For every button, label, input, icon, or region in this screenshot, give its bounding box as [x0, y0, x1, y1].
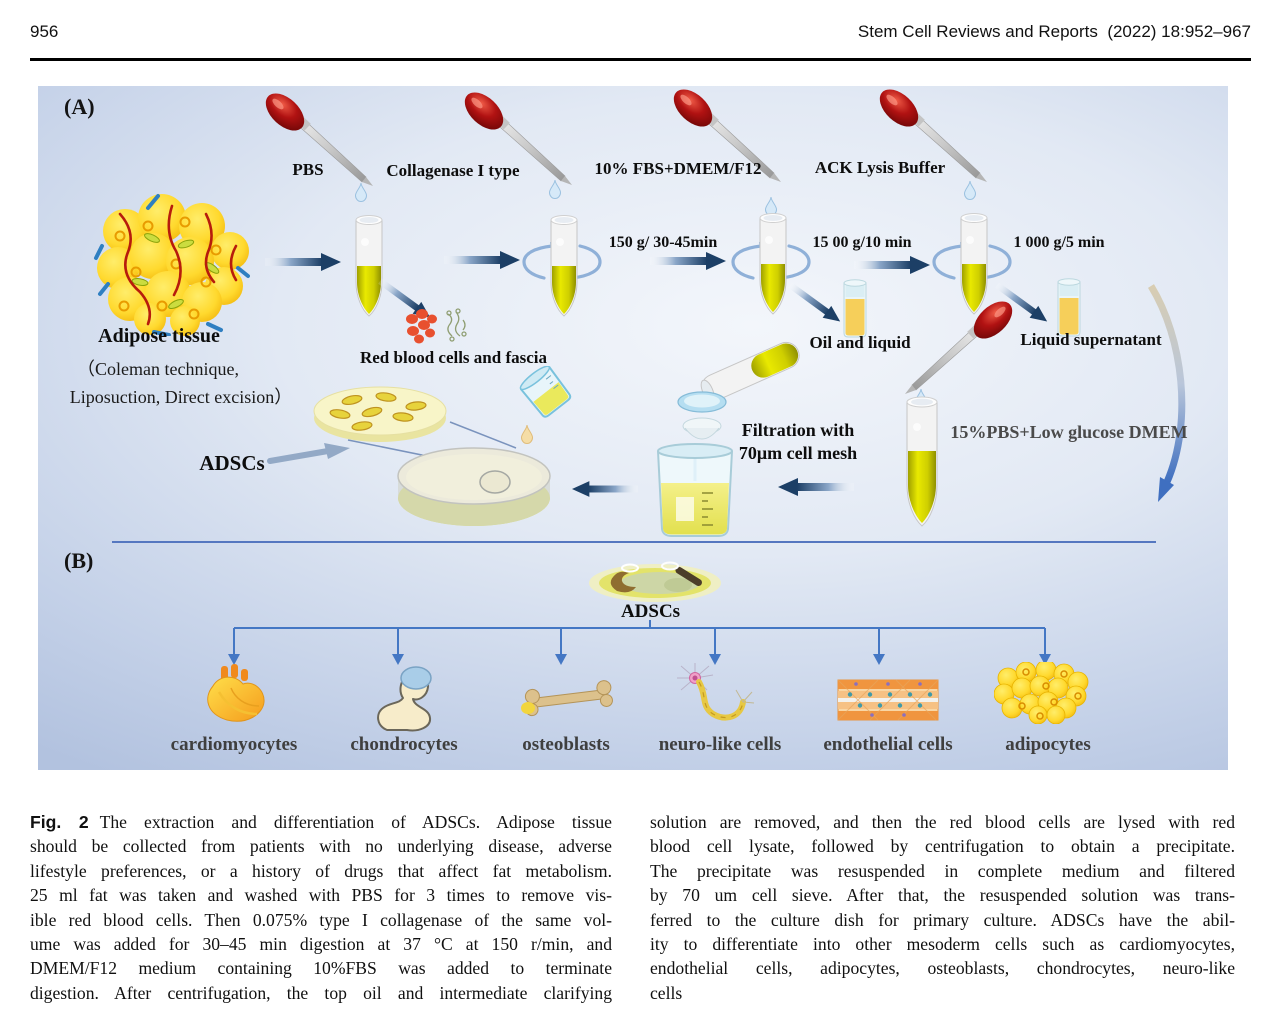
caption-line: ible red blood cells. Then 0.075% type I…: [30, 909, 612, 930]
resuspend-label: 15%PBS+Low glucose DMEM: [950, 422, 1188, 442]
caption-line: ity to differentiate into other mesoderm…: [650, 934, 1235, 955]
pouring-beaker-icon: [519, 366, 572, 418]
panel-a-label: (A): [64, 94, 95, 119]
heart-icon: [207, 664, 265, 722]
liquid-supernatant-label: Liquid supernatant: [1020, 330, 1162, 349]
petri-dish-icon: [397, 447, 551, 526]
flow-arrow-icon: [650, 252, 726, 270]
centrifuge-step-label: 150 g/ 30-45min: [608, 234, 718, 251]
page-number: 956: [30, 22, 59, 41]
diagonal-arrow-icon: [785, 278, 846, 329]
supernatant-cup-icon: [1057, 278, 1081, 337]
cell-type-label-cardiomyocytes: cardiomyocytes: [170, 734, 298, 755]
cell-type-label-chondrocytes: chondrocytes: [350, 734, 458, 755]
adscs-label-b: ADSCs: [620, 601, 681, 622]
filter-funnel-icon: [677, 391, 727, 440]
reagent-label-ack: ACK Lysis Buffer: [814, 158, 946, 177]
caption-line: ferred to the culture dish for primary c…: [650, 909, 1235, 930]
panel-divider: [112, 541, 1156, 543]
resuspension-tube-icon: [906, 396, 938, 527]
rbc-fascia-icon: [406, 308, 467, 344]
centrifuge-step-label: 1 000 g/5 min: [1013, 234, 1105, 251]
vessel-icon: [837, 679, 939, 721]
caption-line: blood cell lysate, followed by centrifug…: [650, 836, 1235, 857]
caption-line: cells: [650, 982, 683, 1003]
differentiation-branch-arrows: [228, 620, 1051, 665]
caption-line: digestion. After centrifugation, the top…: [30, 982, 612, 1003]
adipose-tissue-icon: [94, 194, 250, 336]
droplet-icon: [964, 180, 976, 200]
droplet-icon: [549, 179, 561, 199]
caption-line: by 70 um cell sieve. After that, the res…: [650, 885, 1235, 906]
adipocyte-cluster-icon: [994, 662, 1089, 724]
caption-line: The precipitate was resuspended in compl…: [650, 860, 1235, 881]
cartilage-bone-icon: [377, 666, 432, 732]
caption-right-column: solution are removed, and then the red b…: [650, 810, 1235, 1005]
oil-liquid-label: Oil and liquid: [809, 333, 911, 352]
adipose-tissue-label: Adipose tissue: [98, 325, 220, 347]
reagent-label-collagenase: Collagenase I type: [386, 161, 520, 180]
reagent-label-fbs-dmem: 10% FBS+DMEM/F12: [594, 159, 762, 178]
figure-2-image: (A) Adipose: [38, 86, 1228, 770]
cell-type-label-adipocytes: adipocytes: [1005, 734, 1091, 755]
filtration-label-line2: 70μm cell mesh: [738, 443, 858, 463]
droplet-icon: [355, 182, 367, 202]
bone-icon: [521, 680, 613, 717]
flow-arrow-left-icon: [572, 481, 638, 497]
flow-arrow-icon: [444, 251, 520, 269]
culture-dish-icon: [589, 561, 721, 602]
flow-arrow-icon: [265, 253, 341, 271]
neuron-icon: [677, 663, 755, 721]
test-tube-icon: [759, 213, 787, 315]
filtration-label-line1: Filtration with: [741, 420, 855, 440]
caption-line: solution are removed, and then the red b…: [650, 812, 1235, 832]
adipose-technique-line1: （Coleman technique,: [77, 359, 239, 379]
beaker-icon: [657, 443, 733, 537]
reagent-label-pbs: PBS: [292, 160, 324, 179]
cell-type-label-endothelial: endothelial cells: [823, 734, 953, 755]
journal-header: Stem Cell Reviews and Reports (2022) 18:…: [857, 22, 1251, 41]
adscs-label-a: ADSCs: [199, 451, 265, 475]
pointer-arrow-icon: [267, 443, 350, 464]
rbc-fascia-label: Red blood cells and fascia: [359, 348, 548, 367]
oil-cup-icon: [843, 279, 867, 338]
caption-line: DMEM/F12 medium containing 10%FBS was ad…: [30, 958, 612, 979]
cell-type-label-osteoblasts: osteoblasts: [522, 734, 610, 755]
cell-disc-icon: [313, 386, 447, 442]
caption-line: endothelial cells, adipocytes, osteoblas…: [650, 958, 1235, 979]
droplet-icon: [520, 424, 534, 444]
adipose-technique-line2: Liposuction, Direct excision）: [69, 387, 293, 407]
pipette-icon: [898, 298, 1018, 402]
caption-line: should be collected from patients with n…: [30, 836, 612, 857]
figure-label: Fig. 2: [30, 812, 89, 832]
curved-arrow-icon: [1148, 284, 1186, 502]
test-tube-icon: [355, 215, 383, 317]
caption-line: 25 ml fat was taken and washed with PBS …: [30, 885, 612, 906]
centrifuge-step-label: 15 00 g/10 min: [812, 234, 912, 251]
caption-line: ume was added for 30–45 min digestion at…: [30, 934, 612, 955]
flow-arrow-left-icon: [778, 478, 854, 496]
caption-line: lifestyle preferences, or a history of d…: [30, 860, 612, 881]
panel-b-label: (B): [64, 548, 94, 573]
flow-arrow-icon: [854, 256, 930, 274]
test-tube-icon: [550, 215, 578, 317]
header-rule: [30, 58, 1251, 61]
cell-type-label-neuro-like: neuro-like cells: [658, 734, 782, 755]
